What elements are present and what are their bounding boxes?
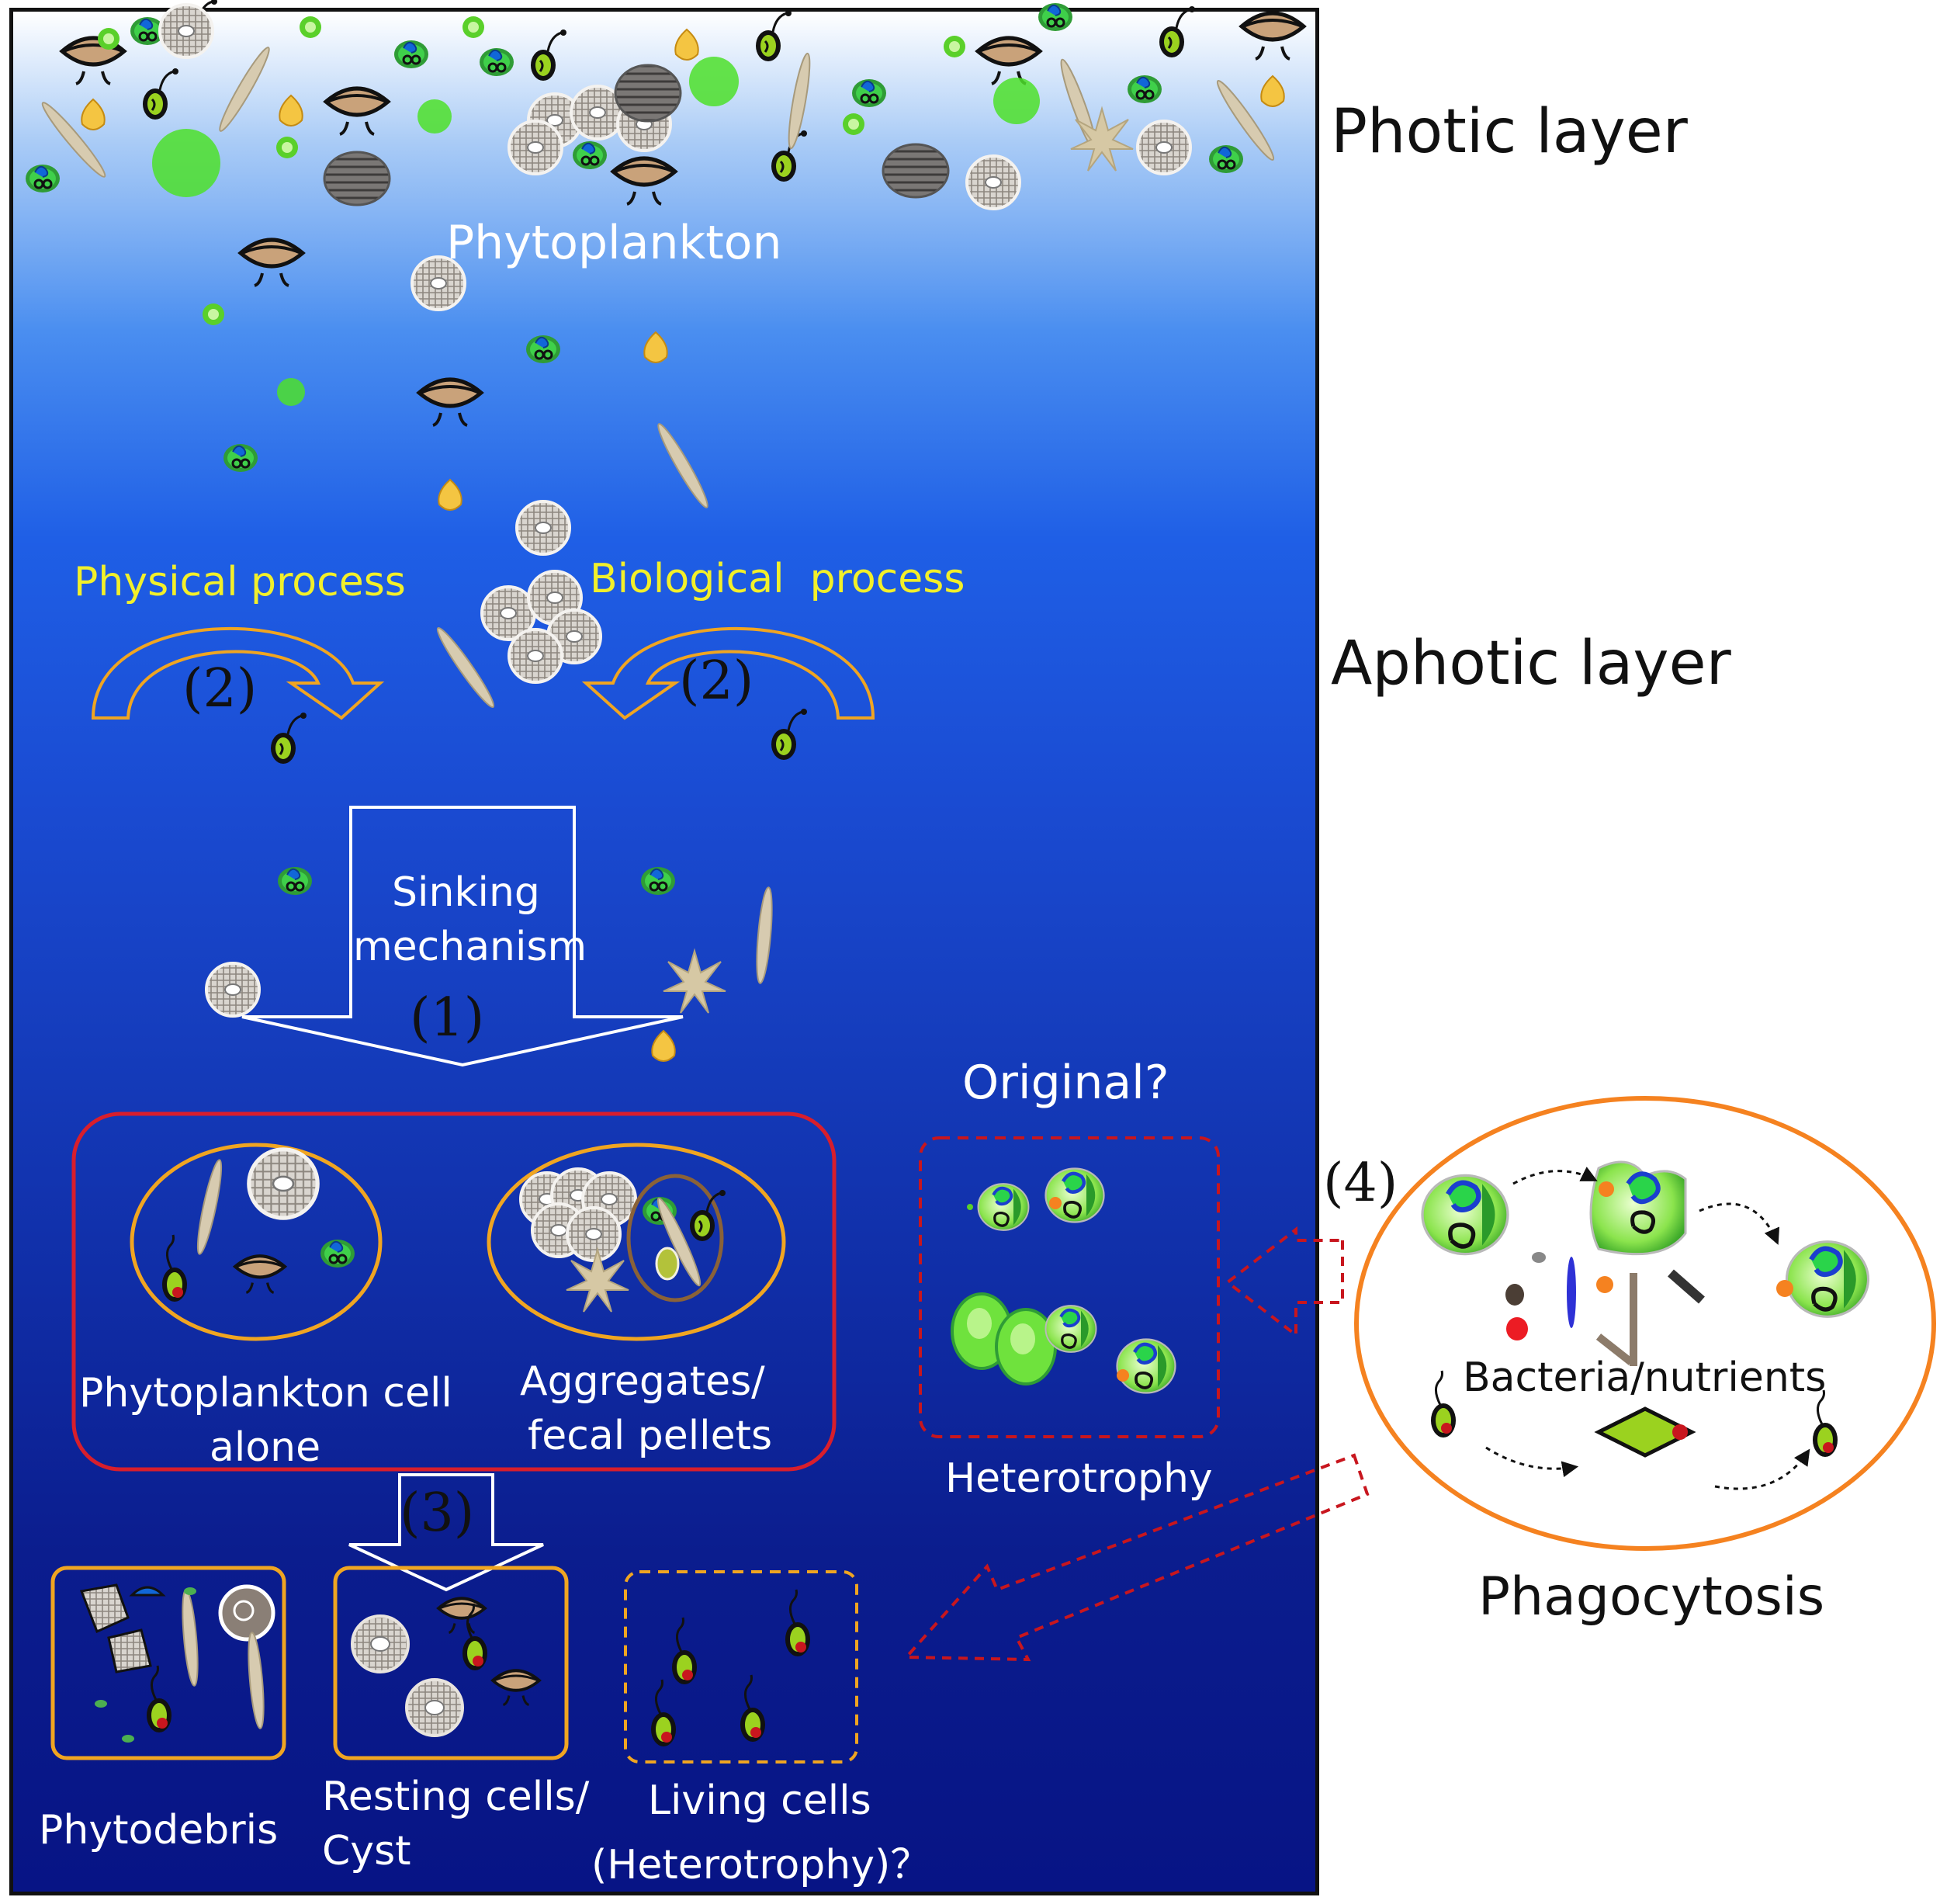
sinking-mechanism-line2: mechanism (353, 924, 587, 970)
living-cells-label-line2: (Heterotrophy)？ (591, 1842, 931, 1888)
step-4: (4) (1323, 1153, 1398, 1214)
cell-alone-ring (130, 1143, 383, 1341)
step-2-left: (2) (182, 658, 258, 720)
cell-alone-contents (161, 1150, 356, 1303)
phagocytosis-label: Phagocytosis (1478, 1566, 1825, 1628)
phytodebris-label: Phytodebris (39, 1807, 279, 1854)
sinking-arrow (241, 806, 684, 1067)
living-cells-label-line1: Living cells (648, 1777, 871, 1824)
original-label: Original? (962, 1056, 1169, 1110)
physical-process-label: Physical process (74, 559, 406, 605)
phytoplankton-label: Phytoplankton (446, 216, 782, 270)
aphotic-layer-label: Aphotic layer (1331, 629, 1731, 699)
original-heterotrophy-box (919, 1136, 1220, 1438)
aggregates-label-line1: Aggregates/ (520, 1358, 765, 1405)
aggregates-contents (519, 1167, 727, 1313)
step-1: (1) (410, 987, 485, 1049)
sinking-particles (205, 570, 809, 1062)
cell-alone-label-line2: alone (210, 1424, 321, 1471)
aggregates-ring (487, 1143, 786, 1341)
ocean-water-column (9, 8, 1319, 1895)
cell-alone-label-line1: Phytoplankton cell (79, 1370, 452, 1417)
biological-process-arrow (581, 626, 875, 720)
photic-layer-label: Photic layer (1331, 97, 1688, 167)
aggregates-label-line2: fecal pellets (528, 1413, 773, 1459)
sinking-forms-box (71, 1112, 837, 1472)
dashed-arrow-to-living (902, 1453, 1370, 1662)
resting-cells-label-line1: Resting cells/ (322, 1774, 590, 1820)
resting-cells-label-line2: Cyst (322, 1828, 411, 1875)
phytodebris-box (50, 1566, 286, 1760)
living-cells-box (624, 1570, 858, 1764)
physical-process-arrow (91, 626, 385, 720)
heterotrophy-label: Heterotrophy (945, 1455, 1213, 1502)
resting-cells-box (333, 1566, 569, 1760)
plankton-cloud (24, 0, 1304, 556)
original-heterotrophy-cells (951, 1169, 1176, 1393)
step-3: (3) (400, 1483, 475, 1544)
phytodebris-contents (79, 1583, 275, 1743)
resting-cells-contents (351, 1597, 541, 1737)
bacteria-nutrients-label: Bacteria/nutrients (1463, 1354, 1827, 1401)
phagocytosis-cycle (1422, 1160, 1869, 1490)
sinking-mechanism-line1: Sinking (392, 869, 540, 916)
dashed-arrow-to-original (1225, 1226, 1344, 1339)
phagocytosis-ring (1354, 1096, 1936, 1551)
biological-process-label: Biological process (590, 556, 965, 602)
living-cells-contents (650, 1588, 812, 1748)
step-2-right: (2) (679, 650, 754, 712)
